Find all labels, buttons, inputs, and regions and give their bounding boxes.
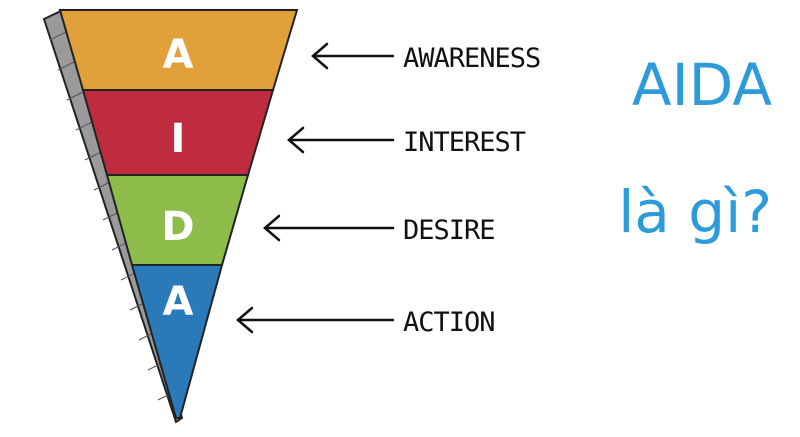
- stage-label-interest: INTEREST: [403, 127, 526, 158]
- headline-subtitle: là gì?: [618, 178, 772, 246]
- stage-label-desire: DESIRE: [403, 215, 495, 246]
- stage-label-awareness: AWARENESS: [403, 43, 540, 74]
- left-arrow-icon: [236, 306, 395, 334]
- funnel-letter-desire: D: [161, 204, 194, 250]
- funnel-letter-action: A: [163, 279, 194, 325]
- left-arrow-icon: [263, 214, 395, 242]
- funnel-letter-awareness: A: [163, 32, 194, 78]
- funnel-letter-interest: I: [171, 116, 186, 162]
- headline-title: AIDA: [632, 51, 772, 119]
- stage-label-action: ACTION: [403, 307, 495, 338]
- left-arrow-icon: [311, 42, 395, 70]
- funnel-segment-action: [130, 264, 224, 419]
- left-arrow-icon: [287, 126, 395, 154]
